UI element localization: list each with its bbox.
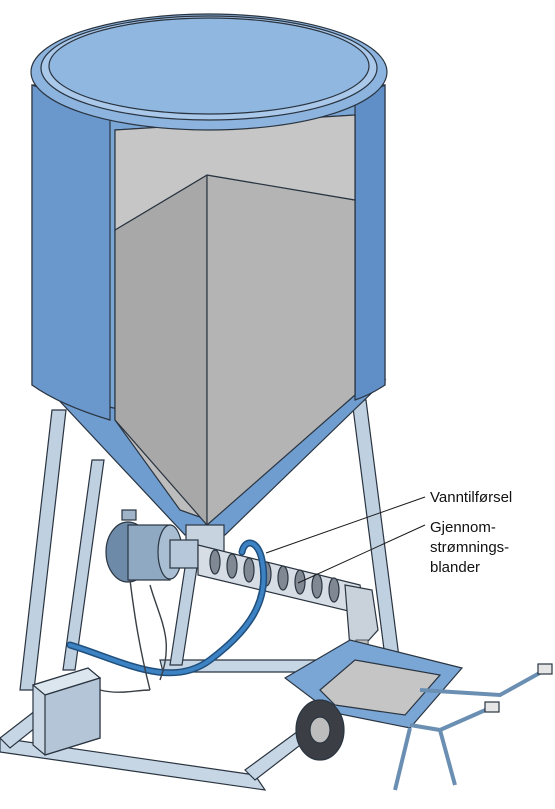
label-water-inlet: Vanntilførsel — [430, 489, 513, 506]
leg-left — [19, 409, 67, 691]
silo-cutaway — [114, 114, 356, 527]
leader-mixer — [297, 524, 426, 584]
wheelbarrow-load — [319, 659, 442, 716]
motor — [105, 509, 199, 583]
mixer-spout — [344, 584, 379, 651]
leader-lines — [265, 496, 426, 584]
cables — [99, 579, 167, 693]
leader-water-inlet — [265, 496, 426, 554]
base-rail-front — [0, 737, 267, 791]
wheelbarrow-wheel — [295, 699, 345, 761]
label-mixer-line3: blander — [430, 559, 481, 576]
label-mixer-line1: Gjennom- — [430, 519, 496, 536]
label-mixer-line2: strømnings- — [430, 539, 510, 556]
control-box — [31, 667, 102, 756]
wheelbarrow — [283, 639, 553, 791]
leg-mid — [62, 459, 105, 671]
wheelbarrow-handles — [393, 668, 546, 791]
water-hose — [66, 539, 268, 677]
silo-lid — [30, 13, 388, 131]
